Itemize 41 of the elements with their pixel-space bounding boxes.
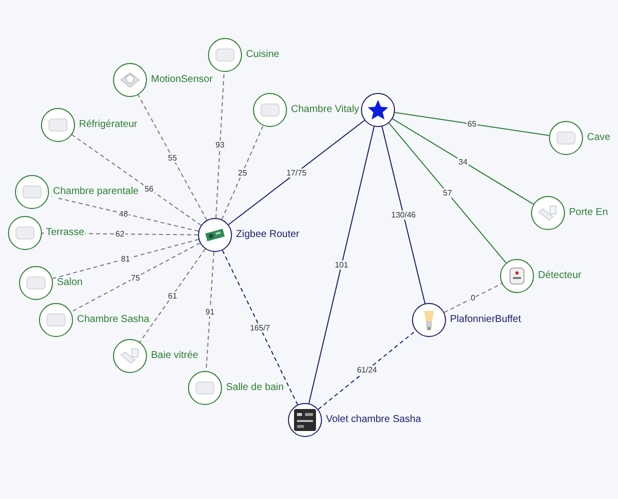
link-line xyxy=(394,112,550,136)
link-quality-label: 17/75 xyxy=(285,168,308,177)
dashed-link-line xyxy=(222,250,298,406)
link-quality-label: 165/7 xyxy=(248,323,272,332)
link-quality-label: 48 xyxy=(118,209,129,218)
dashed-link-line xyxy=(215,71,225,219)
link-quality-label: 75 xyxy=(130,273,141,282)
link-quality-label: 62 xyxy=(114,230,126,238)
link-quality-label: 57 xyxy=(442,188,453,198)
dashed-link-line xyxy=(221,125,264,220)
link-quality-label: 61 xyxy=(167,291,178,300)
device-name: Zigbee Router xyxy=(235,229,300,241)
link-line xyxy=(388,122,507,264)
link-quality-label: 55 xyxy=(167,153,178,162)
device-name: Réfrigérateur xyxy=(78,119,138,131)
dashed-link-line xyxy=(206,251,214,372)
link-quality-label: 93 xyxy=(214,140,226,150)
link-line xyxy=(392,118,534,205)
dashed-link-line xyxy=(318,330,416,410)
dashed-link-line xyxy=(138,94,208,221)
link-line xyxy=(382,126,426,304)
device-name: Chambre Vitaly xyxy=(290,104,360,116)
link-quality-label: 61/24 xyxy=(356,366,378,374)
dashed-link-line xyxy=(444,283,502,313)
link-line xyxy=(228,120,365,226)
link-quality-label: 25 xyxy=(237,168,248,177)
link-quality-label: 91 xyxy=(204,307,216,316)
link-quality-label: 81 xyxy=(120,254,131,264)
dashed-link-line xyxy=(52,238,200,280)
device-node xyxy=(361,93,395,127)
link-quality-label: 101 xyxy=(334,260,350,270)
link-quality-label: 0 xyxy=(470,294,476,302)
link-line xyxy=(308,126,375,404)
dashed-link-line xyxy=(139,248,206,343)
link-quality-label: 130/46 xyxy=(390,210,417,220)
link-quality-label: 65 xyxy=(466,120,478,128)
device-name: Chambre parentale xyxy=(52,186,140,198)
link-quality-label: 56 xyxy=(144,184,154,194)
dashed-link-line xyxy=(71,134,202,226)
link-quality-label: 34 xyxy=(458,157,468,166)
dashed-link-line xyxy=(70,242,200,312)
